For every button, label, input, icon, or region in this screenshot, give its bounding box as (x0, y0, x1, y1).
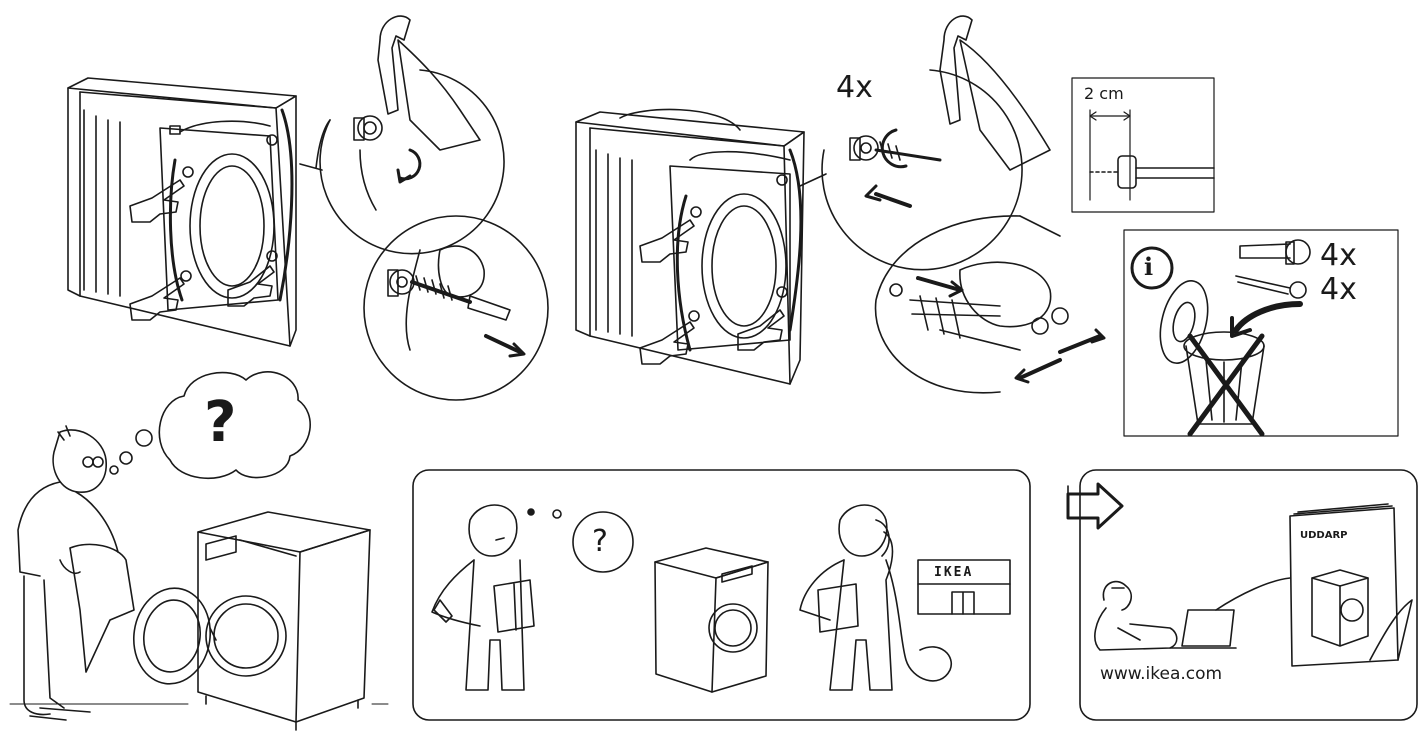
thought-question-mark: ? (204, 390, 237, 455)
thinking-person (431, 504, 634, 691)
info-icon (1130, 246, 1174, 290)
wrench-icon (433, 599, 453, 623)
detail-circle-bolts-out (874, 215, 1106, 394)
detail-circle-unscrew (799, 15, 1051, 271)
manual-book (1289, 503, 1413, 667)
keep-bolts-count: 4x (1320, 238, 1357, 273)
help-question-mark: ? (592, 524, 608, 559)
open-washer (9, 511, 389, 731)
detail-circle-bolt-out (363, 215, 549, 401)
manual-title: UDDARP (1300, 530, 1348, 541)
detail-circle-wrench (299, 15, 505, 255)
washer-rear-view-center (575, 108, 805, 385)
phone-person (799, 504, 1011, 691)
measurement-box (1071, 77, 1215, 213)
bolt-count-label: 4x (836, 70, 873, 105)
thought-bubble (109, 371, 311, 480)
hand-pointer-icon (129, 179, 275, 321)
manual-icon (493, 579, 535, 633)
ikea-store-icon (917, 559, 1011, 615)
help-panel (412, 469, 1031, 721)
online-panel (1079, 469, 1418, 721)
confused-person (17, 425, 135, 721)
website-link[interactable]: www.ikea.com (1100, 664, 1223, 684)
manual-icon (817, 583, 859, 633)
hand-pointer-icon (639, 219, 785, 365)
washer-rear-view-left (67, 77, 297, 347)
laptop-icon (1181, 609, 1235, 647)
keep-bolts-info-box (1123, 229, 1399, 437)
info-symbol: i (1144, 252, 1154, 281)
laptop-person (1094, 577, 1291, 651)
small-washer (654, 547, 769, 693)
trash-bin-icon (1159, 280, 1265, 425)
forward-arrow-icon (1066, 482, 1124, 530)
measure-label: 2 cm (1084, 84, 1124, 103)
ikea-sign: IKEA (934, 565, 974, 580)
keep-screws-count: 4x (1320, 272, 1357, 307)
